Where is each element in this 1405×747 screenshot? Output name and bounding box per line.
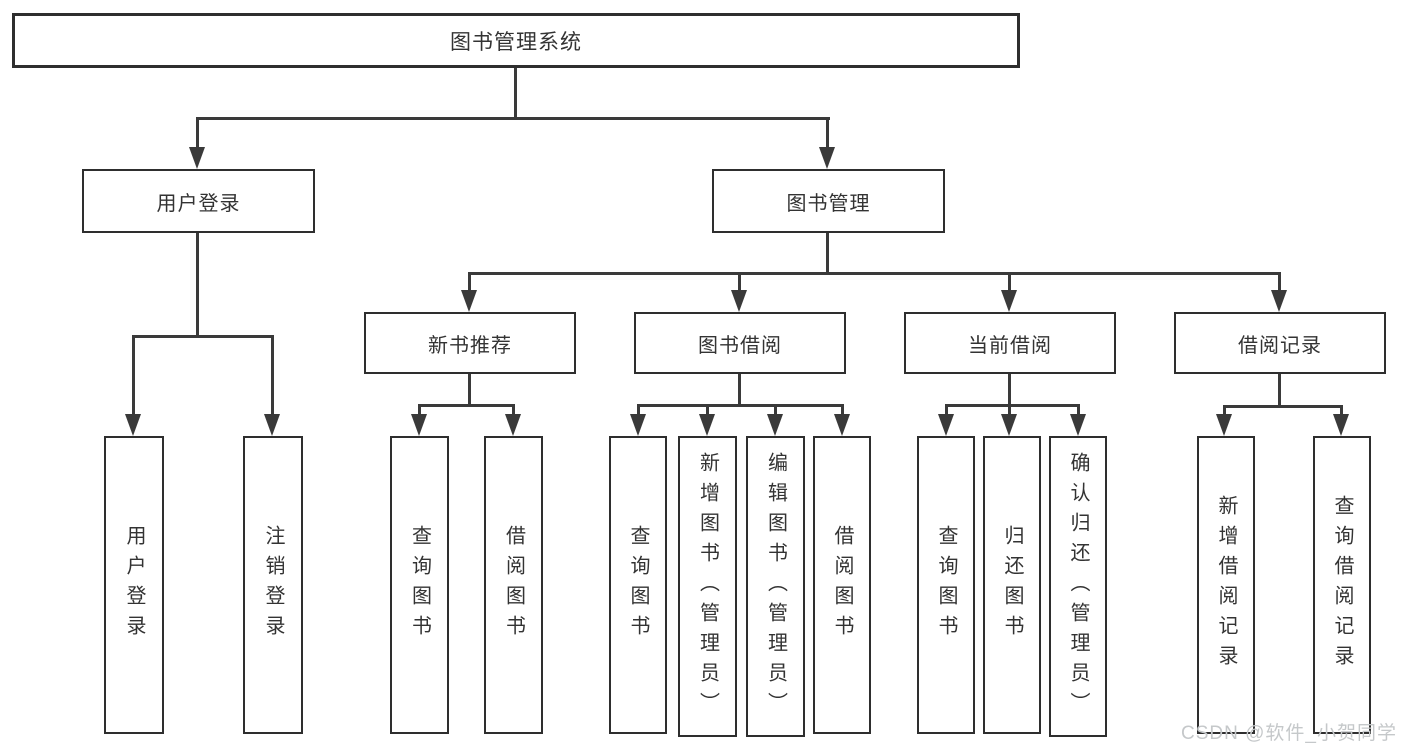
connector-drop-leaf <box>132 335 135 417</box>
connector-drop-leaf <box>706 404 709 418</box>
leaf-query-borrowing-record: 查询借阅记录 <box>1313 436 1371 734</box>
leaf-add-books-admin: 新增图书（管理员） <box>678 436 737 737</box>
connector-new-book-stem <box>468 374 471 407</box>
arrowhead <box>699 414 715 436</box>
connector-book-borrowing-horizontal <box>637 404 844 407</box>
connector-drop-leaf <box>1223 405 1226 418</box>
arrowhead <box>411 414 427 436</box>
leaf-add-borrowing-record: 新增借阅记录 <box>1197 436 1255 734</box>
connector-user-login-stem <box>196 233 199 338</box>
arrowhead <box>938 414 954 436</box>
leaf-return-books: 归还图书 <box>983 436 1041 734</box>
arrowhead <box>189 147 205 169</box>
connector-drop-leaf <box>841 404 844 418</box>
connector-drop-leaf <box>1077 404 1080 418</box>
arrowhead <box>125 414 141 436</box>
arrowhead <box>264 414 280 436</box>
leaf-edit-books-admin: 编辑图书（管理员） <box>746 436 805 737</box>
connector-drop-leaf <box>512 404 515 418</box>
connector-drop-level3 <box>1278 272 1281 294</box>
connector-drop-leaf <box>418 404 421 418</box>
connector-drop-level3 <box>468 272 471 294</box>
leaf-user-login: 用户登录 <box>104 436 164 734</box>
connector-drop-book-management <box>826 117 829 151</box>
connector-borrowing-records-horizontal <box>1223 405 1343 408</box>
connector-drop-leaf <box>1008 404 1011 418</box>
node-user-login: 用户登录 <box>82 169 315 233</box>
connector-drop-leaf <box>271 335 274 417</box>
connector-drop-level3 <box>1008 272 1011 294</box>
arrowhead <box>1070 414 1086 436</box>
connector-current-borrowing-stem <box>1008 374 1011 407</box>
leaf-query-books-current: 查询图书 <box>917 436 975 734</box>
arrowhead <box>731 290 747 312</box>
arrowhead <box>1216 414 1232 436</box>
leaf-logout: 注销登录 <box>243 436 303 734</box>
connector-level3-horizontal <box>468 272 1281 275</box>
connector-drop-leaf <box>774 404 777 418</box>
arrowhead <box>834 414 850 436</box>
watermark: CSDN @软件_小贺同学 <box>1181 723 1397 744</box>
connector-new-book-horizontal <box>418 404 515 407</box>
arrowhead <box>505 414 521 436</box>
node-library-management-system: 图书管理系统 <box>12 13 1020 68</box>
connector-drop-leaf <box>945 404 948 418</box>
connector-book-management-stem <box>826 233 829 275</box>
connector-book-borrowing-stem <box>738 374 741 407</box>
connector-current-borrowing-horizontal <box>945 404 1080 407</box>
arrowhead <box>461 290 477 312</box>
connector-root-stem <box>514 68 517 119</box>
leaf-borrow-books: 借阅图书 <box>813 436 871 734</box>
connector-drop-user-login <box>196 117 199 151</box>
arrowhead <box>1001 414 1017 436</box>
connector-borrowing-records-stem <box>1278 374 1281 408</box>
node-new-book-recommendation: 新书推荐 <box>364 312 576 374</box>
node-current-borrowing: 当前借阅 <box>904 312 1116 374</box>
arrowhead <box>1271 290 1287 312</box>
arrowhead <box>1333 414 1349 436</box>
node-borrowing-records: 借阅记录 <box>1174 312 1386 374</box>
leaf-borrow-books-recommendation: 借阅图书 <box>484 436 543 734</box>
connector-drop-leaf <box>637 404 640 418</box>
connector-level2-horizontal <box>196 117 830 120</box>
leaf-query-books-recommendation: 查询图书 <box>390 436 449 734</box>
connector-drop-leaf <box>1340 405 1343 418</box>
arrowhead <box>819 147 835 169</box>
node-book-management: 图书管理 <box>712 169 945 233</box>
connector-user-login-horizontal <box>132 335 273 338</box>
node-book-borrowing: 图书借阅 <box>634 312 846 374</box>
leaf-query-books-borrowing: 查询图书 <box>609 436 667 734</box>
arrowhead <box>767 414 783 436</box>
connector-drop-level3 <box>738 272 741 294</box>
arrowhead <box>1001 290 1017 312</box>
leaf-confirm-return-admin: 确认归还（管理员） <box>1049 436 1107 737</box>
arrowhead <box>630 414 646 436</box>
